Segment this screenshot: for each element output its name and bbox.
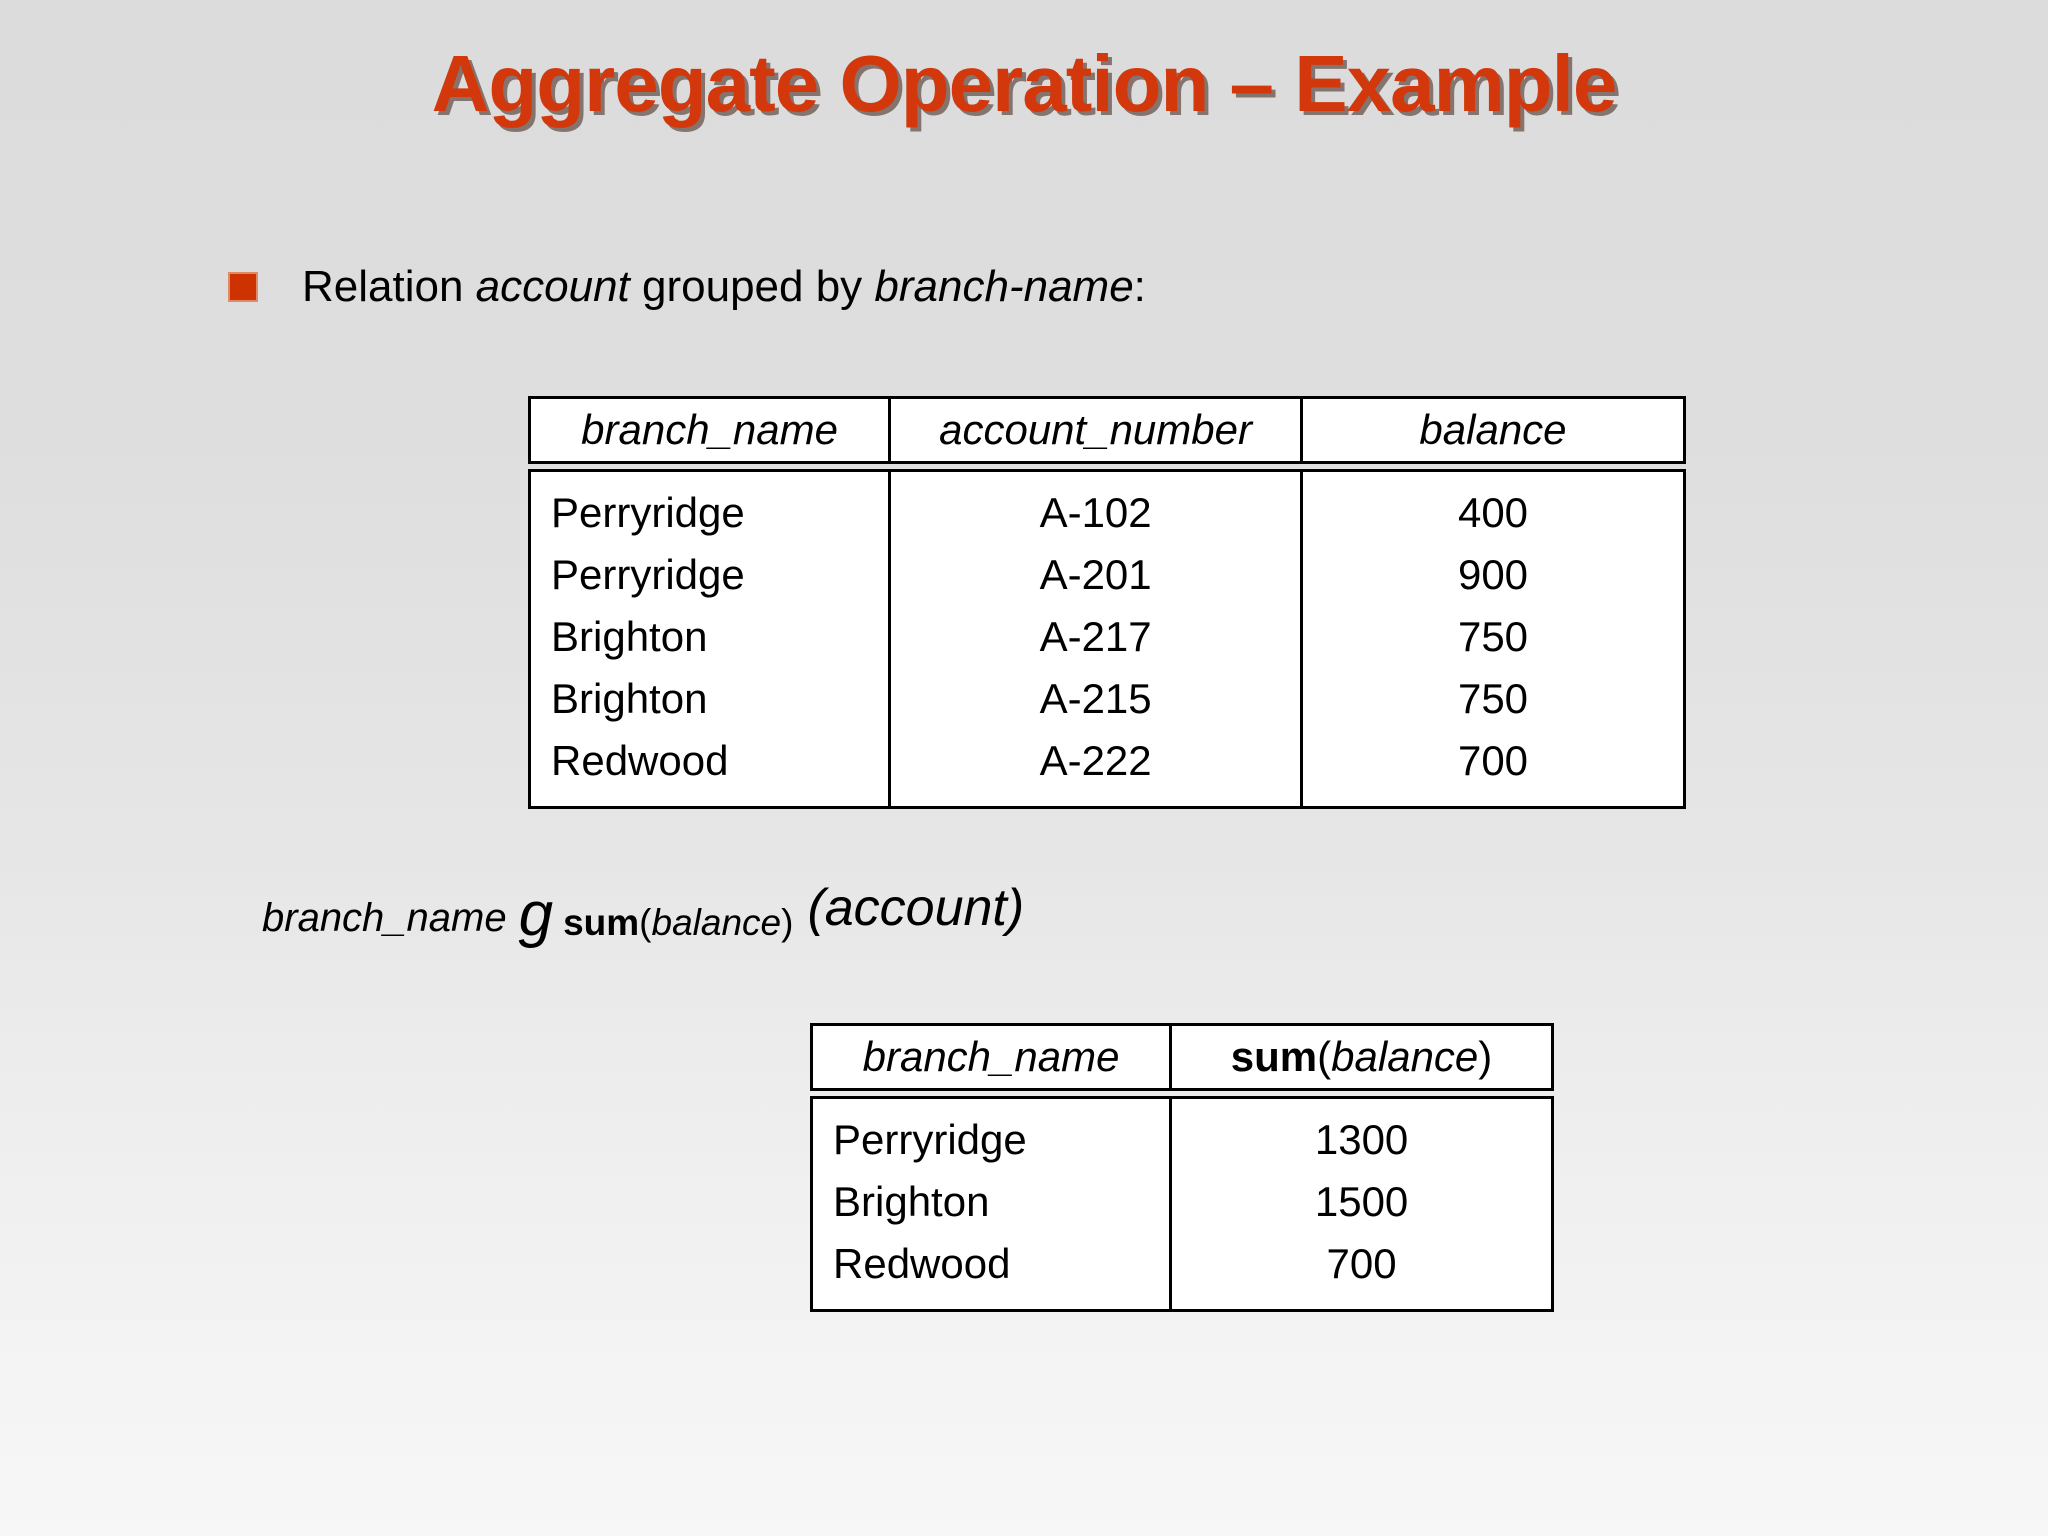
table-row: Redwood A-222 700 [531, 730, 1683, 792]
aggregate-result-table: branch_name sum(balance) Perryridge 1300… [810, 1023, 1554, 1312]
expression-group-attribute: branch_name [262, 896, 507, 940]
expression-aggregate: sum(balance) [563, 904, 793, 941]
column-header-sum-balance: sum(balance) [1172, 1026, 1551, 1088]
cell-account-number: A-102 [891, 482, 1304, 544]
cell-account-number: A-222 [891, 730, 1304, 792]
cell-branch-name: Brighton [813, 1171, 1173, 1233]
cell-account-number: A-201 [891, 544, 1304, 606]
cell-balance: 700 [1457, 737, 1529, 784]
account-relation-table: branch_name account_number balance Perry… [528, 396, 1686, 809]
table-row: Redwood 700 [813, 1233, 1551, 1295]
expression-aggregate-function: sum [563, 902, 640, 943]
column-header-close-paren: ) [1478, 1033, 1493, 1080]
cell-balance: 750 [1457, 613, 1529, 660]
bullet-relation-name: account [475, 262, 630, 311]
expression-operand: (account) [807, 879, 1025, 937]
cell-balance: 900 [1457, 551, 1529, 598]
expression-aggregate-close-paren: ) [781, 902, 794, 943]
bullet-text-middle: grouped by [629, 262, 875, 311]
cell-branch-name: Perryridge [813, 1109, 1173, 1171]
bullet-group-attribute: branch-name [874, 262, 1134, 311]
bullet-text-after: : [1133, 262, 1146, 311]
table-header-row: branch_name account_number balance [528, 396, 1686, 464]
column-header-account-number: account_number [891, 399, 1303, 461]
table-body: Perryridge 1300 Brighton 1500 Redwood 70… [810, 1096, 1554, 1312]
cell-account-number: A-217 [891, 606, 1304, 668]
column-header-balance: balance [1419, 406, 1567, 453]
column-header-branch-name: branch_name [813, 1026, 1173, 1088]
expression-aggregate-argument: balance [651, 902, 782, 943]
bullet-item-label: Relation account grouped by branch-name: [302, 265, 1146, 309]
table-row: Perryridge 1300 [813, 1109, 1551, 1171]
column-header-sum-argument: balance [1331, 1033, 1479, 1080]
table-row: Brighton A-217 750 [531, 606, 1683, 668]
cell-balance: 400 [1457, 489, 1529, 536]
cell-branch-name: Perryridge [531, 544, 892, 606]
cell-sum-balance: 1500 [1314, 1178, 1409, 1225]
cell-branch-name: Brighton [531, 606, 892, 668]
cell-branch-name: Redwood [531, 730, 892, 792]
table-body: Perryridge A-102 400 Perryridge A-201 90… [528, 469, 1686, 809]
expression-aggregate-operator: g [518, 880, 554, 949]
table-row: Brighton 1500 [813, 1171, 1551, 1233]
cell-branch-name: Redwood [813, 1233, 1173, 1295]
table-row: Brighton A-215 750 [531, 668, 1683, 730]
relational-algebra-expression: branch_name g sum(balance) (account) [262, 879, 1025, 946]
cell-branch-name: Brighton [531, 668, 892, 730]
cell-sum-balance: 1300 [1314, 1116, 1409, 1163]
table-header-row: branch_name sum(balance) [810, 1023, 1554, 1091]
column-header-sum-function: sum [1230, 1033, 1318, 1080]
table-row: Perryridge A-201 900 [531, 544, 1683, 606]
bullet-item: Relation account grouped by branch-name: [228, 265, 1146, 309]
cell-account-number: A-215 [891, 668, 1304, 730]
cell-branch-name: Perryridge [531, 482, 892, 544]
page-title: Aggregate Operation – Example [431, 39, 1618, 128]
square-bullet-icon [228, 272, 258, 302]
column-header-open-paren: ( [1317, 1033, 1332, 1080]
expression-aggregate-open-paren: ( [639, 902, 652, 943]
cell-sum-balance: 700 [1326, 1240, 1397, 1287]
bullet-text-before: Relation [302, 262, 476, 311]
column-header-branch-name: branch_name [531, 399, 892, 461]
table-row: Perryridge A-102 400 [531, 482, 1683, 544]
cell-balance: 750 [1457, 675, 1529, 722]
